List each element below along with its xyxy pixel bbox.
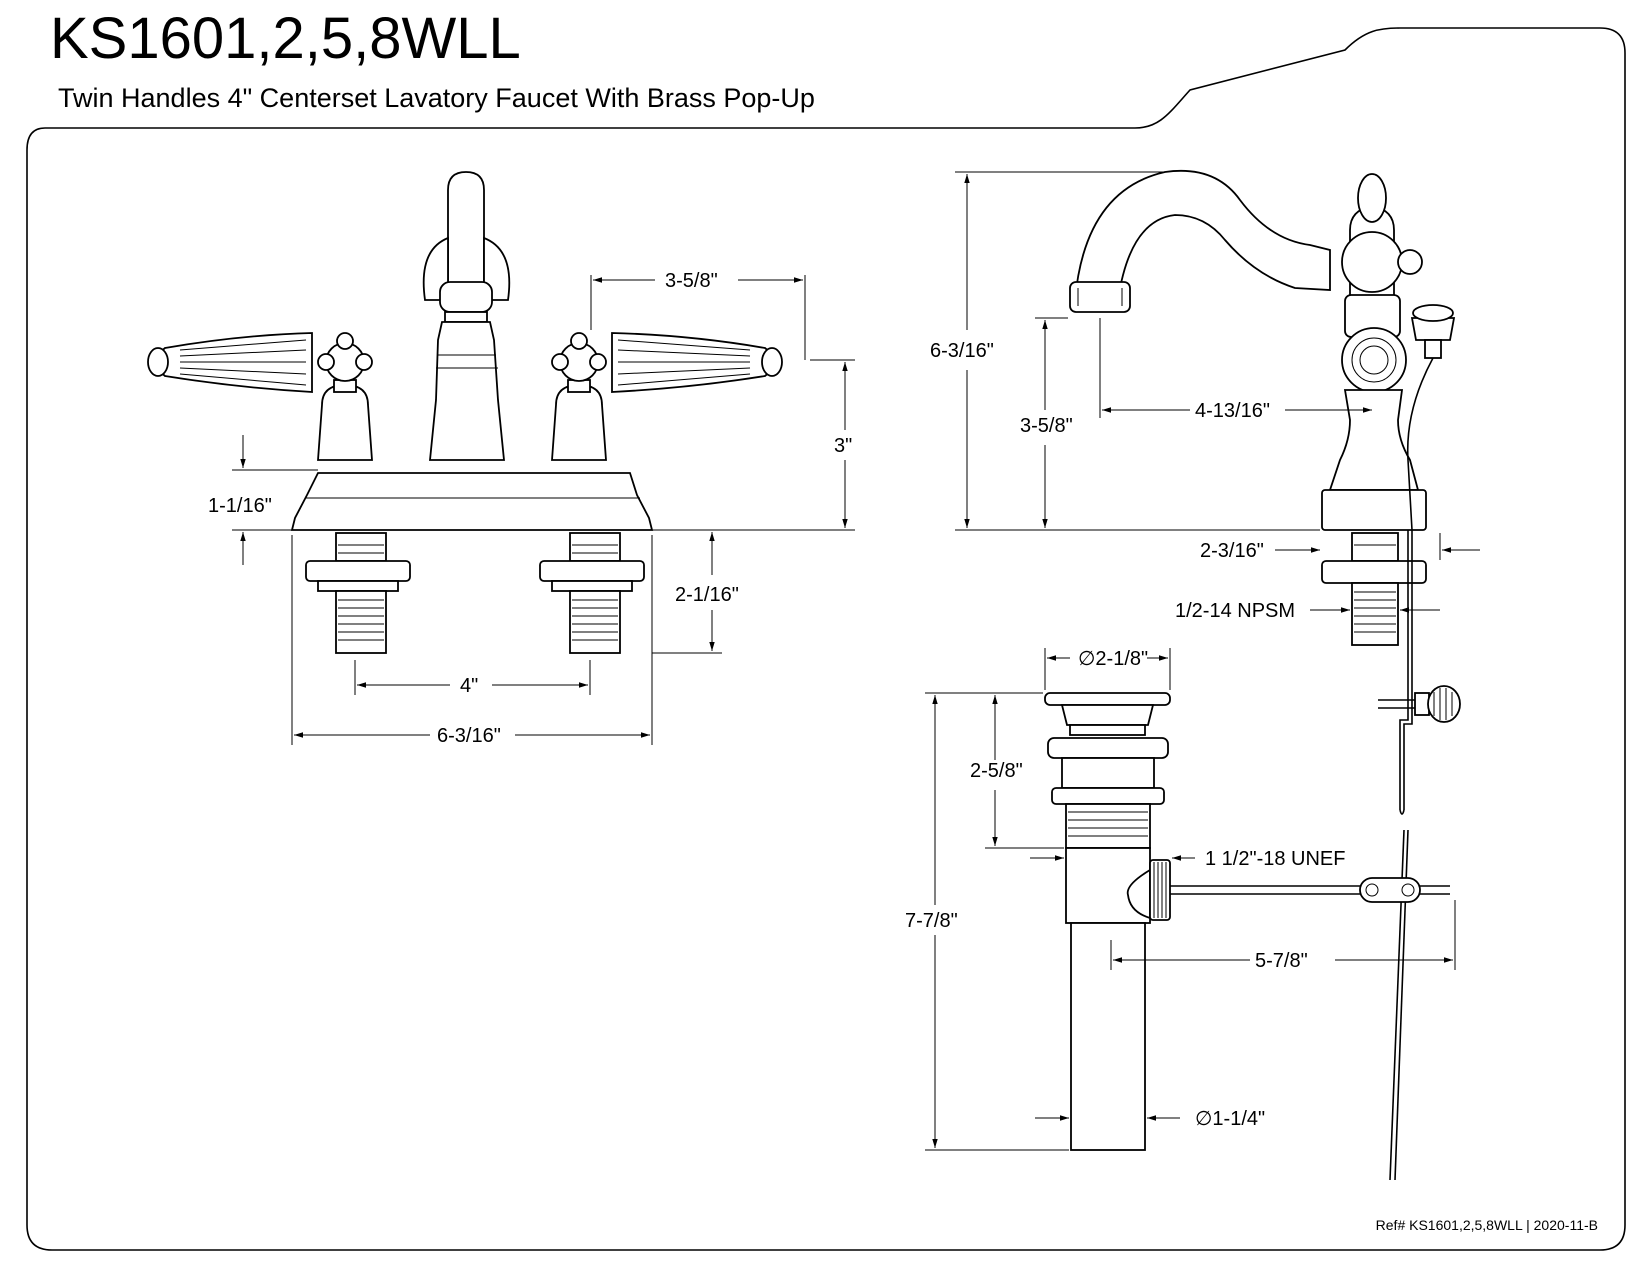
- deck-plate: [290, 472, 654, 531]
- dim-shank-thread: 1/2-14 NPSM: [1175, 600, 1295, 622]
- dim-base-depth: 2-3/16": [1200, 540, 1264, 562]
- dim-height: 3": [834, 435, 852, 457]
- left-handle: [147, 332, 373, 461]
- dim-popup-length: 7-7/8": [905, 910, 958, 932]
- right-handle: [551, 332, 783, 461]
- front-view: 3-5/8" 3" 1-1/16" 2-1/16" 4" 6-3/16": [147, 171, 855, 747]
- dim-spout-height: 3-5/8": [1020, 415, 1073, 437]
- spout-neck: [447, 171, 485, 301]
- model-number: KS1601,2,5,8WLL: [50, 6, 521, 71]
- clevis-knob: [1427, 685, 1461, 723]
- reference-number: Ref# KS1601,2,5,8WLL | 2020-11-B: [1375, 1217, 1598, 1233]
- side-handle-knob: [1357, 173, 1387, 223]
- dim-flange-height: 2-5/8": [970, 760, 1023, 782]
- dim-handle-spread: 3-5/8": [665, 270, 718, 292]
- tailpiece: [1070, 922, 1146, 1151]
- drain-flange: [1044, 692, 1171, 706]
- pivot-rod-clip: [1359, 877, 1421, 903]
- right-shank: [539, 532, 645, 654]
- sheet-border: [26, 27, 1626, 1251]
- dim-deck-height: 1-1/16": [208, 495, 272, 517]
- side-spout: [1074, 169, 1331, 301]
- dim-popup-thread: 1 1/2"-18 UNEF: [1205, 848, 1346, 870]
- aerator: [439, 281, 493, 313]
- dim-tail-dia: ∅1-1/4": [1195, 1108, 1265, 1130]
- pivot-nut: [1149, 859, 1171, 921]
- popup-drain-view: ∅2-1/8" 2-5/8" 7-7/8" 1 1/2"-18 UNEF 5-7…: [905, 648, 1461, 1181]
- dim-overall-width: 6-3/16": [437, 725, 501, 747]
- side-aerator: [1069, 281, 1131, 313]
- dim-flange-dia: ∅2-1/8": [1078, 648, 1148, 670]
- aerator-screen: [444, 311, 488, 323]
- product-description: Twin Handles 4" Centerset Lavatory Fauce…: [58, 83, 815, 113]
- dim-overall-height: 6-3/16": [930, 340, 994, 362]
- left-shank: [305, 532, 411, 654]
- spout-body: [429, 321, 505, 461]
- dim-rod-reach: 5-7/8": [1255, 950, 1308, 972]
- dim-spout-reach: 4-13/16": [1195, 400, 1270, 422]
- side-view: 6-3/16" 3-5/8" 4-13/16" 2-3/16" 1/2-14 N…: [930, 169, 1480, 690]
- drain-nut: [1051, 787, 1165, 805]
- dim-center: 4": [460, 675, 478, 697]
- dim-shank-length: 2-1/16": [675, 584, 739, 606]
